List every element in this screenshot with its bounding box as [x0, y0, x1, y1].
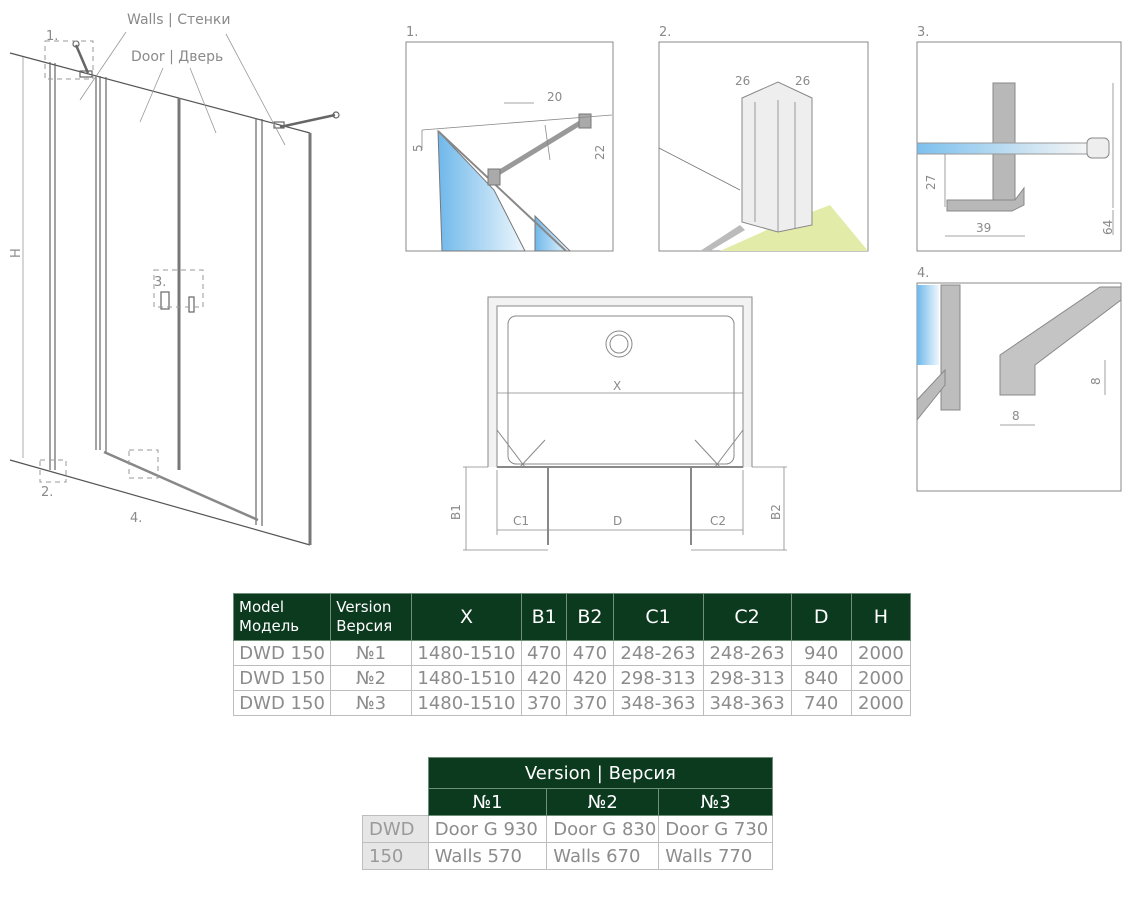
cell: 370 — [521, 690, 568, 716]
cell: 470 — [566, 640, 614, 666]
header-c1: C1 — [612, 593, 704, 641]
detail-1-label: 1. — [406, 25, 418, 40]
cell: 740 — [790, 690, 852, 716]
cell: 248-263 — [702, 640, 792, 666]
technical-drawings: Walls | Стенки Door | Дверь H 1. 2. 3. 4… — [9, 12, 1122, 551]
dim-8-width: 8 — [1012, 409, 1020, 423]
dim-22: 22 — [593, 145, 607, 160]
cell: 298-313 — [612, 665, 704, 691]
cell: 1480-1510 — [410, 665, 523, 691]
plan-c1-label: C1 — [513, 514, 529, 528]
dim-26-right: 26 — [795, 74, 810, 88]
version-title: Version | Версия — [427, 757, 774, 789]
dim-27: 27 — [924, 175, 938, 190]
cell: 420 — [566, 665, 614, 691]
door-cell: Door G 830 — [546, 815, 660, 843]
dim-39: 39 — [976, 221, 991, 235]
callout-3: 3. — [154, 275, 166, 290]
detail-1-wall-bracket: 1. 20 5 22 — [405, 25, 614, 252]
header-b2: B2 — [566, 593, 614, 641]
callout-4: 4. — [130, 511, 142, 526]
plan-c2-label: C2 — [710, 514, 726, 528]
cell: 2000 — [850, 665, 912, 691]
version-1: №1 — [427, 788, 548, 816]
detail-3-label: 3. — [917, 25, 929, 40]
door-cell: Door G 730 — [658, 815, 773, 843]
cell: 470 — [521, 640, 568, 666]
plan-x-label: X — [613, 379, 621, 393]
cell: 840 — [790, 665, 852, 691]
plan-b2-label: B2 — [769, 504, 783, 520]
cell: №1 — [330, 640, 412, 666]
cell: 420 — [521, 665, 568, 691]
detail-2-label: 2. — [659, 25, 671, 40]
dim-20: 20 — [547, 90, 562, 104]
cell: 298-313 — [702, 665, 792, 691]
cell: №2 — [330, 665, 412, 691]
model-line-1: DWD — [362, 815, 429, 843]
dim-5: 5 — [411, 144, 425, 152]
plan-b1-label: B1 — [449, 504, 463, 520]
header-c2: C2 — [702, 593, 792, 641]
dim-8-height: 8 — [1089, 377, 1103, 385]
detail-2-floor-profile: 2. 26 26 — [658, 25, 869, 252]
cell: 348-363 — [612, 690, 704, 716]
detail-4-label: 4. — [917, 266, 929, 281]
cell: 1480-1510 — [410, 640, 523, 666]
cell: 348-363 — [702, 690, 792, 716]
header-x: X — [410, 593, 523, 641]
version-2: №2 — [546, 788, 660, 816]
cell: 940 — [790, 640, 852, 666]
header-d: D — [790, 593, 852, 641]
version-title-row: Version | Версия — [362, 757, 774, 789]
cell: №3 — [330, 690, 412, 716]
version-table: Version | Версия №1 №2 №3 DWD Door G 930… — [362, 757, 774, 870]
detail-4-seal: 4. 8 8 — [916, 266, 1122, 492]
walls-cell: Walls 570 — [427, 842, 548, 870]
plan-view — [463, 296, 787, 551]
model-line-2: 150 — [362, 842, 429, 870]
cell: 248-263 — [612, 640, 704, 666]
walls-cell: Walls 770 — [658, 842, 773, 870]
detail-3-handle: 3. 27 39 64 — [916, 25, 1122, 252]
table-row-walls: 150 Walls 570 Walls 670 Walls 770 — [362, 842, 773, 870]
version-3: №3 — [658, 788, 773, 816]
door-cell: Door G 930 — [427, 815, 548, 843]
cell: 2000 — [850, 690, 912, 716]
walls-cell: Walls 670 — [546, 842, 660, 870]
plan-d-label: D — [613, 514, 622, 528]
cell: DWD 150 — [232, 690, 332, 716]
callout-1: 1. — [46, 29, 58, 44]
dim-64: 64 — [1101, 220, 1115, 235]
callout-2: 2. — [41, 485, 53, 500]
cell: 370 — [566, 690, 614, 716]
height-label: H — [9, 248, 24, 258]
door-label: Door | Дверь — [131, 49, 223, 65]
version-number-row: №1 №2 №3 — [362, 788, 773, 816]
table-row-doors: DWD Door G 930 Door G 830 Door G 730 — [362, 815, 773, 843]
header-b1: B1 — [521, 593, 568, 641]
overview-drawing — [9, 31, 340, 546]
dim-26-left: 26 — [735, 74, 750, 88]
header-h: H — [850, 593, 912, 641]
walls-label: Walls | Стенки — [127, 12, 230, 28]
cell: 2000 — [850, 640, 912, 666]
cell: DWD 150 — [232, 665, 332, 691]
cell: DWD 150 — [232, 640, 332, 666]
cell: 1480-1510 — [410, 690, 523, 716]
